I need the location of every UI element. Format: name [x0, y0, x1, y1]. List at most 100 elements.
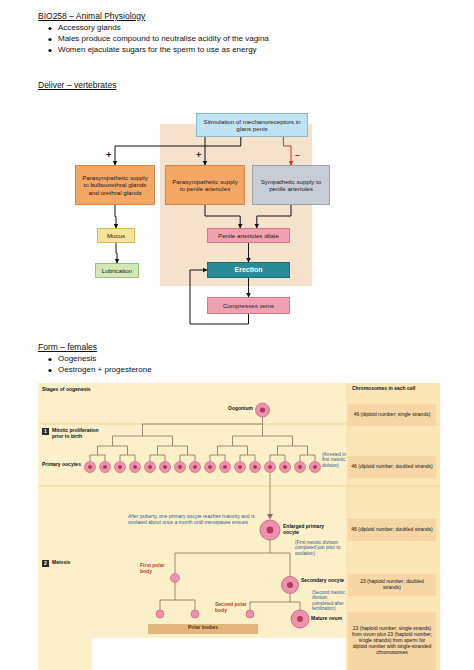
box-text: Parasympathetic supply to bulbourethral … — [76, 174, 154, 196]
cell-nucleus — [297, 616, 303, 622]
connector-arrow — [115, 137, 241, 165]
bullet-text: Accessory glands — [58, 23, 458, 32]
band-divider — [38, 486, 440, 487]
process-box: Penile arterioles dilate — [207, 228, 290, 243]
bracket-label: Polar bodies — [148, 625, 258, 631]
crop-mask — [92, 638, 346, 670]
polar-body — [191, 610, 199, 618]
process-box: Lubrication — [95, 263, 139, 278]
cell-nucleus — [260, 407, 265, 412]
polar-body — [246, 610, 254, 618]
lineage-tree — [90, 417, 315, 462]
primary-oocyte — [250, 462, 261, 473]
box-text: Penile arterioles dilate — [215, 232, 282, 239]
primary-oocyte — [160, 462, 171, 473]
primary-oocyte — [175, 462, 186, 473]
cell-nucleus — [287, 582, 293, 588]
background-panel — [160, 124, 312, 286]
process-box: Erection — [207, 262, 290, 278]
chromosome-cell: 23 (haploid number; single strands) from… — [348, 612, 436, 670]
bullet — [48, 358, 51, 361]
box-text: Mucus — [104, 232, 128, 239]
connector-arrow — [257, 205, 291, 228]
connector-arrow — [116, 243, 117, 263]
oogonium-cell — [256, 403, 270, 417]
box-text: Parasympathetic supply to penile arterio… — [166, 178, 244, 193]
cell-name: Mature ovum — [311, 616, 347, 622]
chromosome-cell: 23 (haploid number; doubled strands) — [348, 574, 436, 596]
primary-oocyte — [235, 462, 246, 473]
note: (Second meiotic division completed after… — [312, 590, 347, 612]
stage-number: 2 — [42, 560, 49, 567]
figure-background — [38, 383, 440, 670]
process-box: Parasympathetic supply to penile arterio… — [165, 165, 245, 205]
box-text: Sympathetic supply to penile arterioles — [253, 178, 329, 193]
bullet-text: Oestrogen + progesterone — [58, 365, 358, 374]
connector-arrow — [248, 243, 249, 262]
bullet — [48, 38, 51, 41]
bullet-text: Males produce compound to neutralise aci… — [58, 34, 458, 43]
maturation-line — [270, 474, 271, 516]
process-box: Mucus — [97, 228, 135, 243]
process-box: Parasympathetic supply to bulbourethral … — [75, 165, 155, 205]
enlarged-oocyte — [260, 520, 280, 540]
column-background — [346, 383, 440, 670]
connector-arrow — [115, 205, 116, 228]
connector-arrow — [283, 137, 291, 165]
primary-oocyte — [220, 462, 231, 473]
box-text: Lubrication — [99, 267, 135, 274]
stage-name: Meiosis — [52, 560, 102, 566]
process-box: Stimulation of mechanoreceptors in glans… — [196, 113, 308, 137]
polar-bodies-band — [148, 624, 258, 634]
polar-body — [156, 610, 164, 618]
connector-arrow — [248, 278, 249, 297]
primary-oocyte — [145, 462, 156, 473]
note: (First meiotic division completed just p… — [295, 540, 347, 556]
bullet — [48, 49, 51, 52]
box-text: Compresses veins — [220, 302, 277, 309]
primary-oocyte — [310, 462, 321, 473]
box-text: Erection — [231, 266, 265, 274]
connector-arrow — [205, 205, 240, 228]
chromosome-cell: 46 (diploid number; doubled strands) — [348, 519, 436, 541]
chromosome-cell: 46 (diploid number; doubled strands) — [348, 456, 436, 478]
note: After puberty, one primary oocyte reache… — [128, 514, 260, 526]
section-heading: Deliver – vertebrates — [38, 80, 238, 90]
polar-body — [171, 574, 180, 583]
stage-number: 1 — [42, 428, 49, 435]
edge-sign: – — [295, 150, 300, 161]
primary-oocyte — [280, 462, 291, 473]
primary-oocyte — [100, 462, 111, 473]
connector-arrow — [205, 137, 206, 165]
process-box: Compresses veins — [207, 297, 290, 314]
arrow-head — [267, 514, 273, 520]
cell-name: Primary oocytes — [42, 462, 84, 468]
primary-oocyte — [265, 462, 276, 473]
figure-heading: Stages of oogenesis — [42, 387, 162, 393]
mature-ovum — [291, 610, 309, 628]
note: (Arrested in first meiotic division) — [322, 452, 348, 468]
chromosome-cell: 46 (diploid number; single strands) — [348, 404, 436, 426]
primary-oocyte — [85, 462, 96, 473]
page-title: BIO258 – Animal Physiology — [38, 11, 338, 21]
meiosis-lines — [160, 540, 300, 610]
primary-oocyte — [130, 462, 141, 473]
cell-name: Second polar body — [215, 602, 247, 614]
column-heading: Chromosomes in each cell — [352, 386, 436, 392]
bullet-text: Oogenesis — [58, 354, 358, 363]
section-heading: Form – females — [38, 342, 238, 352]
edge-sign: + — [106, 150, 111, 161]
secondary-oocyte — [282, 577, 299, 594]
edge-sign: + — [196, 150, 201, 161]
cell-name: Secondary oocyte — [301, 578, 345, 584]
bullet — [48, 27, 51, 30]
stage-name: Mitotic proliferation prior to birth — [52, 428, 108, 440]
bullet — [48, 369, 51, 372]
cell-name: Oogonium — [213, 406, 253, 412]
process-box: Sympathetic supply to penile arterioles — [252, 165, 330, 205]
primary-oocyte — [295, 462, 306, 473]
cell-name: First polar body — [140, 563, 174, 575]
